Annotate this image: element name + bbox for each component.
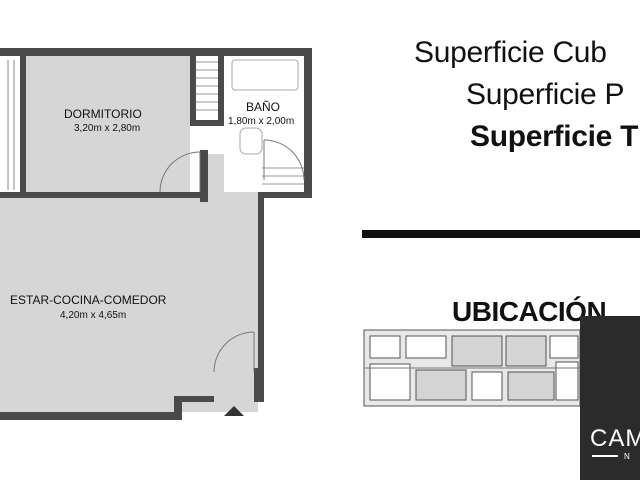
superficie-cubierta-label: Superficie Cub [414,36,607,69]
entry-arrow [224,406,244,416]
room-name-estar: ESTAR-COCINA-COMEDOR [10,293,167,307]
estar-floor [0,198,258,412]
door-swings [159,139,305,373]
room-dims-bano: 1,80m x 2,00m [228,116,295,127]
logo-text: CAM [590,425,640,452]
stair-lines [196,61,304,185]
room-dims-dormitorio: 3,20m x 2,80m [74,123,141,134]
room-dims-estar: 4,20m x 4,65m [60,310,127,321]
closet-lines [7,60,15,190]
room-name-dormitorio: DORMITORIO [64,107,142,121]
superficie-total-label: Superficie T [470,120,639,153]
superficie-propia-label: Superficie P [466,78,625,111]
bathroom-fixtures [231,59,299,155]
dormitorio-floor [26,56,190,194]
logo-panel [580,316,640,480]
room-name-bano: BAÑO [246,100,281,114]
location-plan [363,329,581,407]
divider-bar [362,230,640,238]
closet-left [0,56,20,194]
logo-subtext: N [624,452,632,461]
logo-rule [592,455,618,457]
walls [0,48,312,420]
